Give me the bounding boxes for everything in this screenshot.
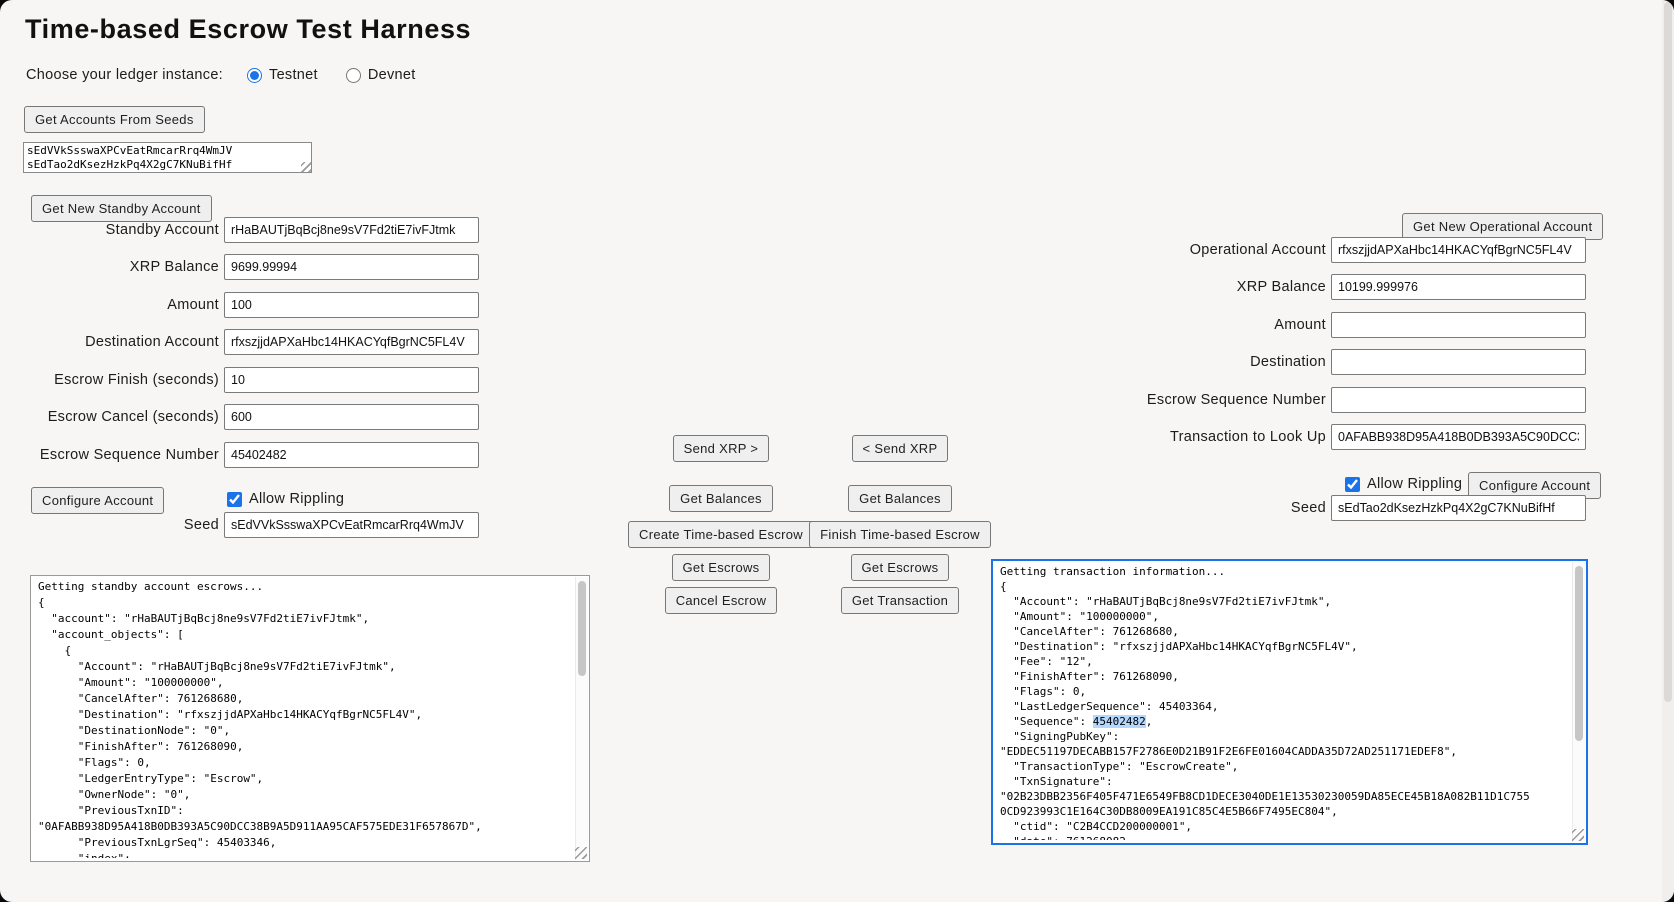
operational-escrow-sequence-number-label: Escrow Sequence Number — [1146, 391, 1326, 408]
standby-actions: Send XRP > Get Balances Create Time-base… — [611, 435, 831, 614]
standby-get-balances-button[interactable]: Get Balances — [669, 485, 773, 512]
operational-xrp-balance-input[interactable] — [1331, 274, 1586, 301]
standby-seed-row: Seed — [30, 506, 479, 544]
standby-amount-input[interactable] — [224, 291, 479, 318]
operational-actions: < Send XRP Get Balances Finish Time-base… — [790, 435, 1010, 614]
get-new-standby-account-button[interactable]: Get New Standby Account — [31, 195, 212, 222]
create-time-based-escrow-button[interactable]: Create Time-based Escrow — [628, 521, 814, 548]
standby-seed-label: Seed — [183, 516, 219, 533]
escrow-finish-seconds-input[interactable] — [224, 366, 479, 393]
standby-destination-account-label: Destination Account — [85, 334, 219, 351]
standby-xrp-balance-label: XRP Balance — [129, 259, 219, 276]
operational-allow-rippling-row: Allow Rippling — [1345, 476, 1472, 492]
ledger-instance-row: Choose your ledger instance: Testnet Dev… — [26, 64, 444, 86]
operational-results-area[interactable]: Getting transaction information... { "Ac… — [991, 559, 1588, 845]
operational-results-text: Getting transaction information... { "Ac… — [1000, 564, 1570, 840]
get-transaction-button[interactable]: Get Transaction — [840, 587, 960, 614]
standby-seed-input[interactable] — [224, 511, 479, 538]
seeds-textarea[interactable]: sEdVVkSsswaXPCvEatRmcarRrq4WmJV sEdTao2d… — [23, 142, 312, 173]
operational-account-input[interactable] — [1331, 236, 1586, 263]
standby-escrow-sequence-number-label: Escrow Sequence Number — [39, 446, 219, 463]
standby-allow-rippling-row: Allow Rippling — [227, 491, 354, 507]
scrollbar-track[interactable] — [575, 577, 588, 860]
operational-seed-label: Seed — [1290, 499, 1326, 516]
page-scrollbar-thumb[interactable] — [1664, 2, 1672, 702]
standby-amount-label: Amount — [167, 296, 219, 313]
scrollbar-thumb[interactable] — [578, 581, 586, 676]
testnet-radio-label[interactable]: Testnet — [269, 67, 318, 83]
escrow-cancel-seconds-input[interactable] — [224, 404, 479, 431]
form-row: Destination Account — [30, 324, 479, 362]
operational-destination-input[interactable] — [1331, 349, 1586, 376]
standby-configure-account-button[interactable]: Configure Account — [31, 487, 165, 514]
form-row: XRP Balance — [30, 249, 479, 287]
get-accounts-from-seeds-button[interactable]: Get Accounts From Seeds — [24, 106, 205, 133]
standby-destination-account-input[interactable] — [224, 329, 479, 356]
operational-allow-rippling-label[interactable]: Allow Rippling — [1367, 476, 1463, 492]
standby-allow-rippling-checkbox[interactable] — [227, 491, 242, 507]
transaction-to-look-up-label: Transaction to Look Up — [1170, 429, 1326, 446]
send-xrp-to-operational-button[interactable]: Send XRP > — [672, 435, 770, 462]
form-row: XRP Balance — [1060, 269, 1586, 307]
operational-get-balances-button[interactable]: Get Balances — [848, 485, 952, 512]
form-row: Operational Account — [1060, 231, 1586, 269]
operational-seed-row: Seed — [1060, 489, 1586, 527]
form-row: Escrow Finish (seconds) — [30, 361, 479, 399]
form-row: Amount — [1060, 306, 1586, 344]
form-row: Amount — [30, 286, 479, 324]
scrollbar-track[interactable] — [1572, 562, 1585, 842]
form-row: Standby Account — [30, 211, 479, 249]
standby-results-text: Getting standby account escrows... { "ac… — [38, 580, 482, 858]
form-row: Destination — [1060, 344, 1586, 382]
operational-account-label: Operational Account — [1189, 241, 1326, 258]
form-row: Transaction to Look Up — [1060, 419, 1586, 457]
operational-allow-rippling-checkbox[interactable] — [1345, 476, 1360, 492]
operational-configure-account-button[interactable]: Configure Account — [1468, 472, 1602, 499]
operational-xrp-balance-label: XRP Balance — [1236, 279, 1326, 296]
operational-seed-input[interactable] — [1331, 494, 1586, 521]
standby-form: Standby Account XRP Balance Amount Desti… — [30, 211, 479, 474]
selected-sequence-text: 45402482 — [1092, 715, 1146, 728]
scrollbar-thumb[interactable] — [1575, 566, 1583, 741]
results-text-before: Getting transaction information... { "Ac… — [1000, 565, 1358, 728]
cancel-escrow-button[interactable]: Cancel Escrow — [664, 587, 778, 614]
resize-handle[interactable] — [575, 847, 587, 859]
send-xrp-to-standby-button[interactable]: < Send XRP — [851, 435, 949, 462]
standby-xrp-balance-input[interactable] — [224, 254, 479, 281]
operational-escrow-sequence-number-input[interactable] — [1331, 386, 1586, 413]
standby-account-label: Standby Account — [105, 221, 219, 238]
finish-time-based-escrow-button[interactable]: Finish Time-based Escrow — [809, 521, 991, 548]
testnet-radio[interactable] — [247, 67, 263, 83]
standby-results-area[interactable]: Getting standby account escrows... { "ac… — [30, 575, 590, 862]
form-row: Escrow Cancel (seconds) — [30, 399, 479, 437]
results-text-after: , "SigningPubKey": "EDDEC51197DECABB157F… — [1000, 715, 1530, 840]
devnet-radio[interactable] — [345, 67, 361, 83]
operational-get-escrows-button[interactable]: Get Escrows — [850, 554, 950, 581]
operational-destination-label: Destination — [1250, 354, 1326, 371]
escrow-finish-seconds-label: Escrow Finish (seconds) — [54, 371, 219, 388]
form-row: Escrow Sequence Number — [30, 436, 479, 474]
standby-allow-rippling-label[interactable]: Allow Rippling — [249, 491, 345, 507]
operational-form: Operational Account XRP Balance Amount D… — [1060, 231, 1586, 456]
page-title: Time-based Escrow Test Harness — [25, 14, 472, 44]
standby-account-input[interactable] — [224, 216, 479, 243]
escrow-cancel-seconds-label: Escrow Cancel (seconds) — [47, 409, 219, 426]
devnet-radio-label[interactable]: Devnet — [367, 67, 416, 83]
transaction-to-look-up-input[interactable] — [1331, 424, 1586, 451]
standby-get-escrows-button[interactable]: Get Escrows — [671, 554, 771, 581]
standby-escrow-sequence-number-input[interactable] — [224, 441, 479, 468]
operational-amount-input[interactable] — [1331, 311, 1586, 338]
operational-amount-label: Amount — [1274, 316, 1326, 333]
page-scrollbar[interactable] — [1662, 0, 1674, 902]
form-row: Escrow Sequence Number — [1060, 381, 1586, 419]
ledger-instance-label: Choose your ledger instance: — [26, 67, 224, 83]
resize-handle[interactable] — [1572, 829, 1584, 841]
